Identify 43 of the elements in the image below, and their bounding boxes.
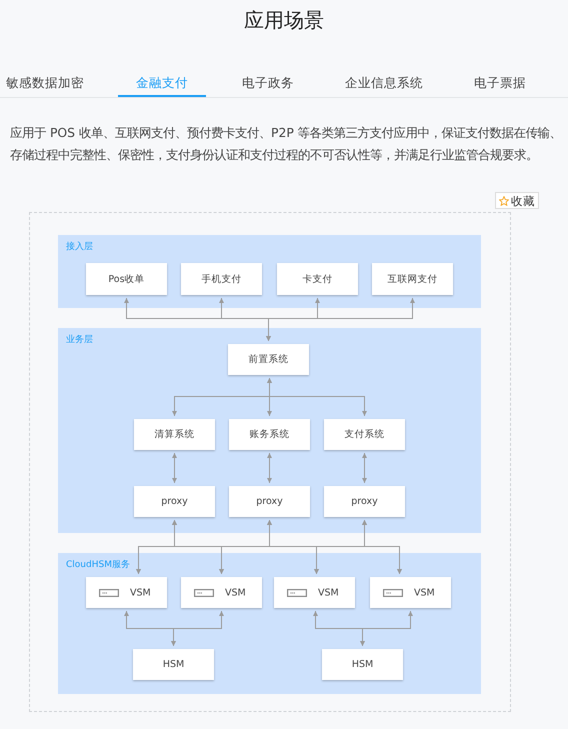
process-box: proxy: [324, 486, 405, 517]
double-arrow: [267, 378, 367, 416]
process-box: 互联网支付: [372, 263, 453, 295]
process-box: 卡支付: [277, 263, 358, 295]
process-box: proxy: [134, 486, 215, 517]
double-arrow: [266, 298, 415, 342]
description-paragraph: 应用于 POS 收单、互联网支付、预付费卡支付、P2P 等各类第三方支付应用中，保证支付数据在传输、存储过程中完整性、保密性，支付身份认证和支付过程的不可否认性等，并满足行业监管合规要求。: [10, 124, 563, 164]
process-box: Pos收单: [86, 263, 167, 295]
process-box: 前置系统: [228, 344, 309, 375]
page-title: 应用场景: [243, 7, 325, 33]
module-box: [181, 577, 262, 608]
double-arrow: [172, 452, 177, 484]
double-arrow: [360, 610, 413, 646]
box-label: VSM: [414, 587, 435, 598]
tab-label: 敏感数据加密: [5, 74, 85, 92]
process-box: HSM: [133, 649, 214, 680]
double-arrow: [171, 610, 224, 646]
double-arrow: [362, 452, 367, 484]
layer-panel: [58, 235, 481, 308]
favorite-button: 收藏: [495, 192, 539, 209]
process-box: 支付系统: [324, 419, 405, 450]
box-label: VSM: [318, 587, 339, 598]
tab-label: 电子政务: [241, 74, 295, 92]
module-box: [86, 577, 167, 608]
process-box: proxy: [229, 486, 310, 517]
layer-title: 接入层: [66, 240, 93, 253]
process-box: 清算系统: [134, 419, 215, 450]
box-label: VSM: [130, 587, 151, 598]
tab-label: 电子票据: [473, 74, 527, 92]
double-arrow: [362, 520, 402, 574]
layer-panel: [58, 553, 481, 694]
layer-title: 业务层: [66, 334, 93, 346]
process-box: 手机支付: [181, 263, 262, 295]
module-box: [370, 577, 451, 608]
tab-label: 企业信息系统: [344, 74, 424, 92]
selected-tab: 金融支付: [118, 73, 206, 97]
module-box: [274, 577, 355, 608]
box-label: VSM: [225, 587, 246, 598]
double-arrow: [267, 452, 272, 484]
process-box: HSM: [322, 649, 403, 680]
layer-title: CloudHSM服务: [66, 558, 130, 571]
process-box: 账务系统: [229, 419, 310, 450]
layer-panel: [58, 328, 481, 533]
